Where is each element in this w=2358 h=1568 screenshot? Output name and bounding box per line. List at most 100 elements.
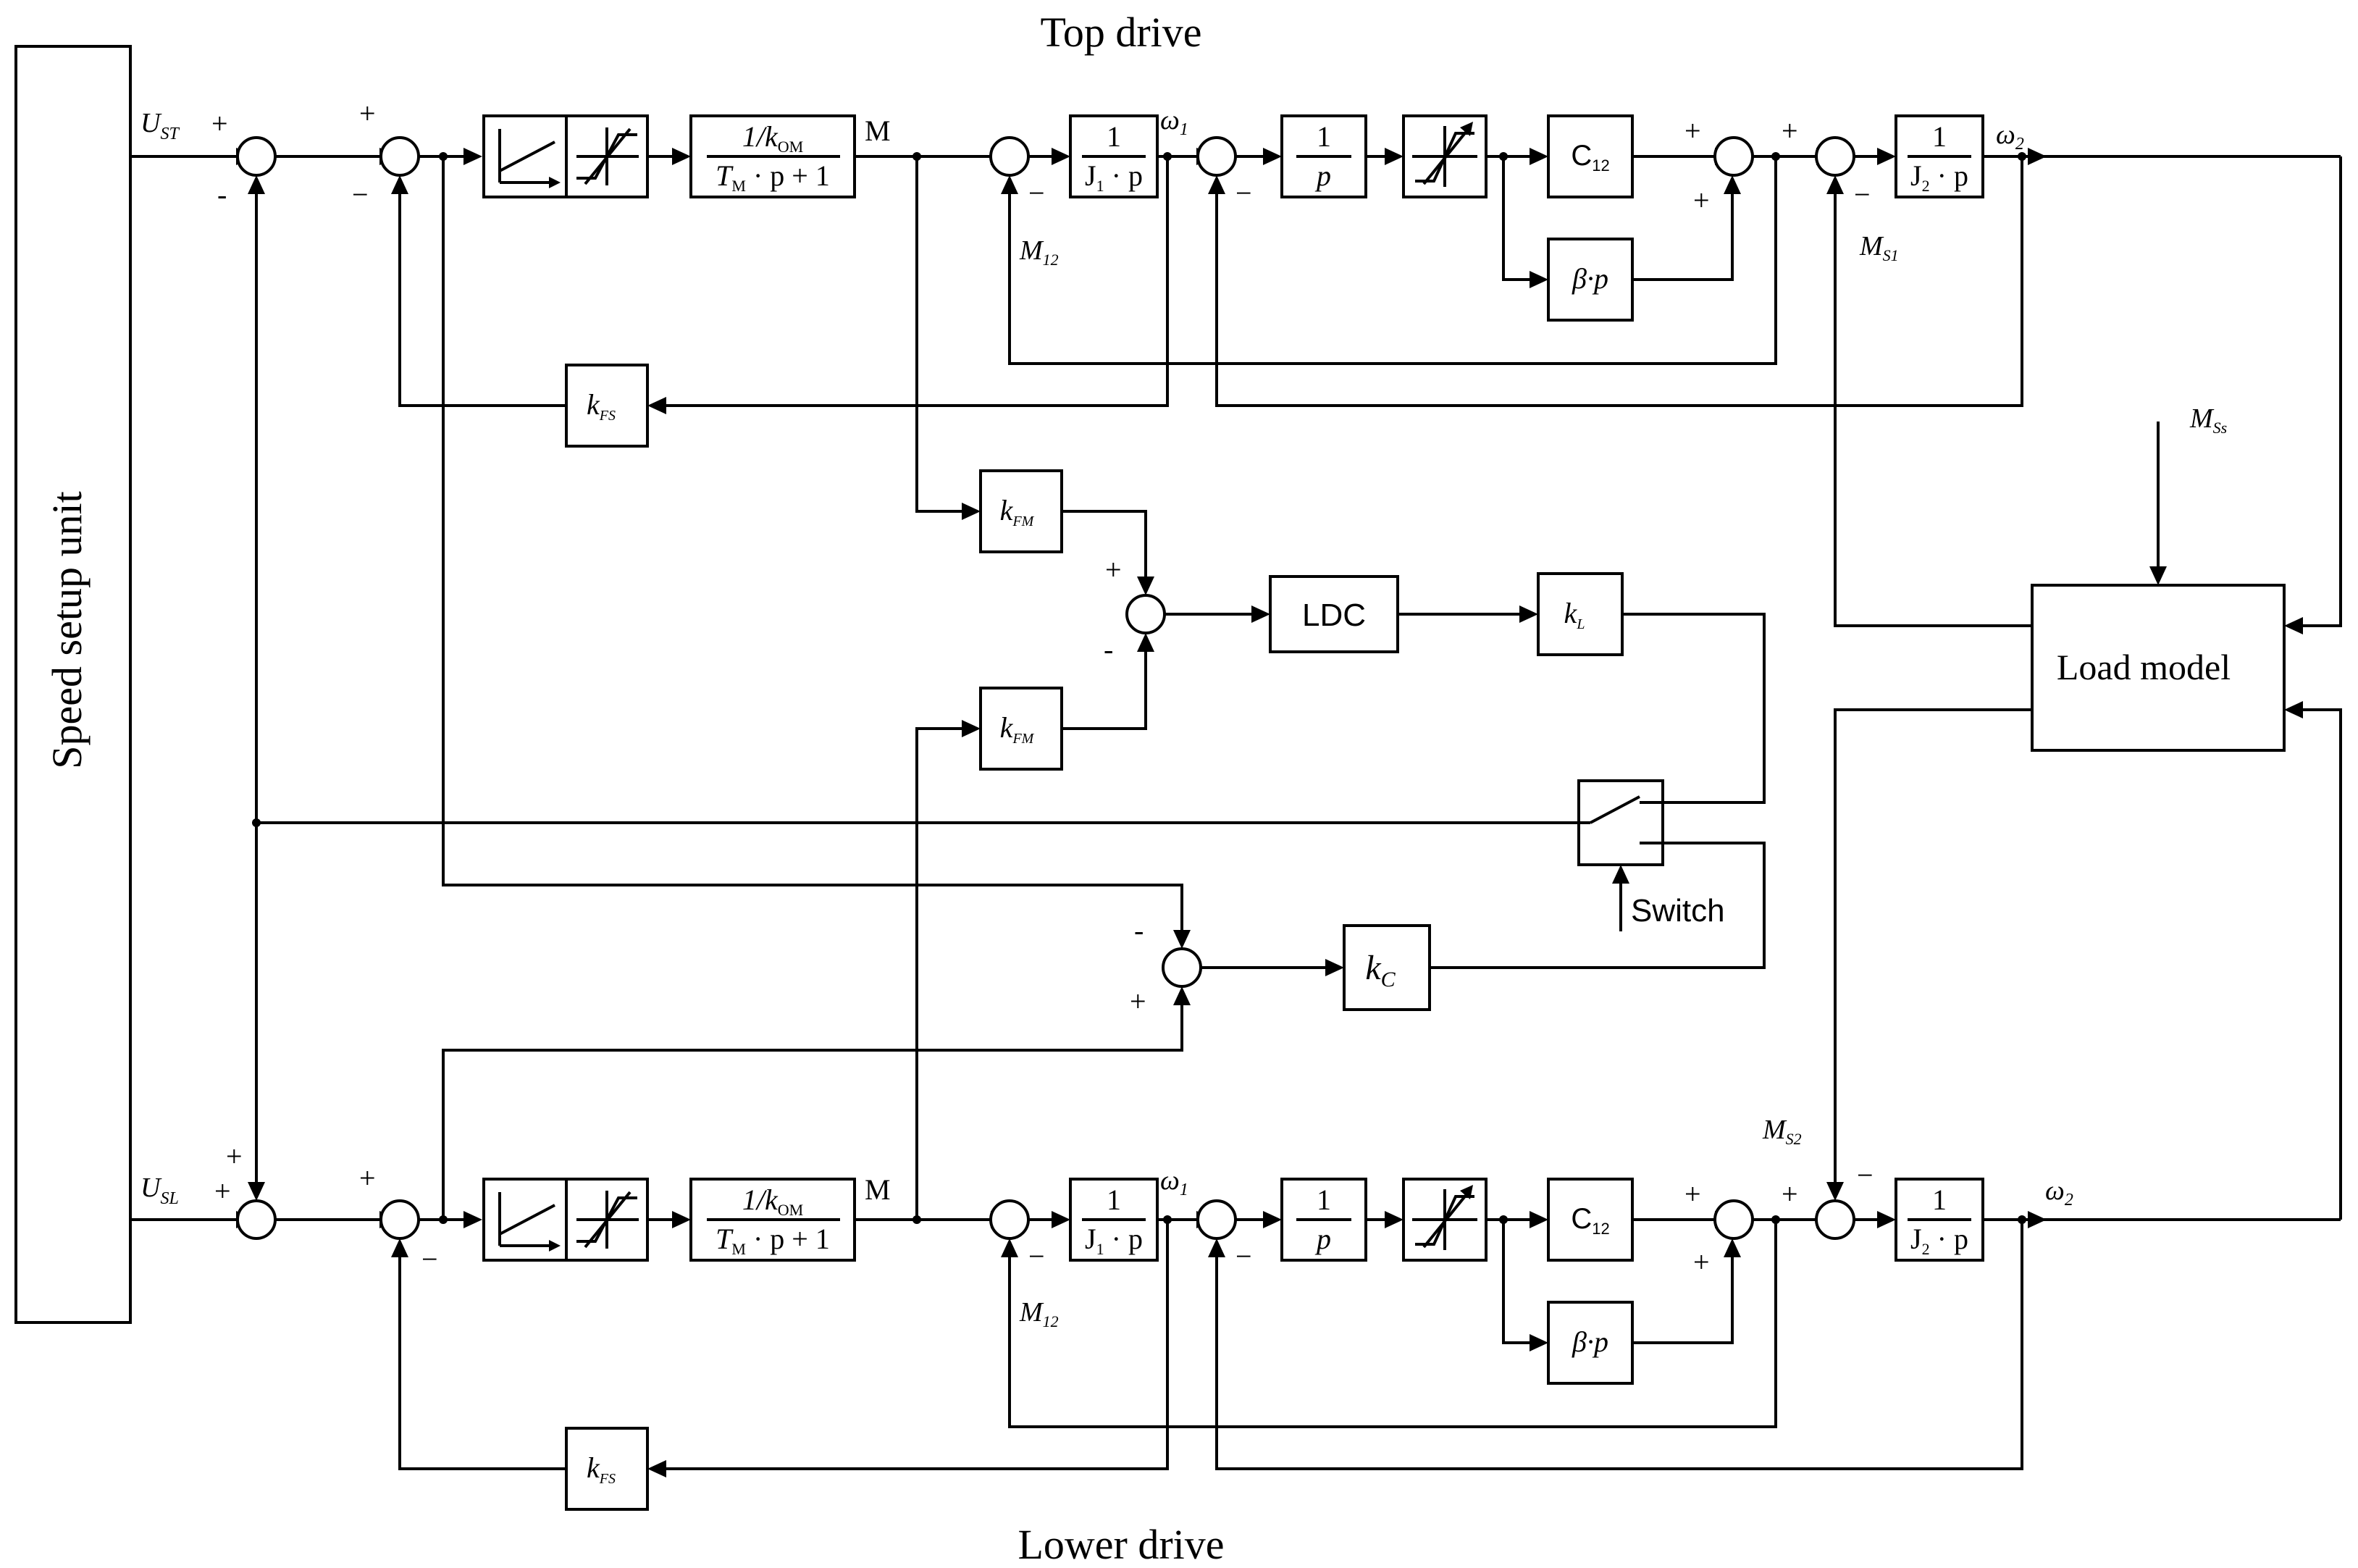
lower-drive: USL + + + − 1/kOM TM · p + 1: [130, 701, 2342, 1511]
sum-junction-load-lower: [1815, 1199, 1855, 1240]
sign-plus: +: [359, 97, 376, 130]
saturation-icon: [576, 1191, 639, 1249]
sign-minus: −: [1854, 178, 1871, 211]
switch-label: Switch: [1631, 893, 1725, 928]
deadzone-icon: [1412, 122, 1477, 187]
sum-junction-shaft-lower: [1713, 1199, 1754, 1240]
sum-junction-current-top: [379, 136, 420, 177]
svg-text:1: 1: [1317, 120, 1331, 153]
sign-minus: -: [217, 178, 227, 211]
svg-text:J1 · p: J1 · p: [1085, 1223, 1143, 1258]
sign-minus: −: [1857, 1159, 1874, 1191]
svg-text:1/kOM: 1/kOM: [742, 1183, 803, 1219]
load-model-label: Load model: [2057, 647, 2231, 687]
m-label-top: M: [865, 114, 891, 147]
top-drive-title: Top drive: [1040, 9, 1201, 56]
sum-junction-speed-top: [236, 136, 277, 177]
sign-plus: +: [211, 107, 228, 140]
svg-text:kFS: kFS: [587, 388, 616, 424]
sum-junction-torque-lower: [989, 1199, 1030, 1240]
sign-minus: −: [1235, 1240, 1252, 1273]
svg-text:1: 1: [1932, 1183, 1947, 1216]
mss-label: MSs: [2189, 403, 2227, 437]
svg-text:kFS: kFS: [587, 1451, 616, 1487]
sum-junction-speed-diff-top: [1196, 136, 1237, 177]
kc-block: [1343, 924, 1431, 1011]
svg-text:J1 · p: J1 · p: [1085, 159, 1143, 195]
sign-plus: +: [1130, 985, 1146, 1018]
sign-plus: +: [226, 1140, 243, 1173]
svg-text:kL: kL: [1564, 597, 1585, 632]
sign-plus: +: [1684, 1178, 1701, 1210]
svg-text:1: 1: [1932, 120, 1947, 153]
svg-text:kFM: kFM: [1000, 711, 1035, 747]
ms1-label: MS1: [1859, 231, 1899, 264]
sum-junction-load-top: [1815, 136, 1855, 177]
sign-plus: +: [1105, 553, 1122, 586]
sign-minus: -: [1104, 633, 1113, 666]
sign-plus: +: [1782, 1178, 1798, 1210]
svg-text:β·p: β·p: [1572, 262, 1608, 295]
speed-setup-unit-label: Speed setup unit: [43, 491, 91, 768]
omega2-label-top: ω2: [1996, 120, 2024, 154]
svg-text:1: 1: [1317, 1183, 1331, 1216]
saturation-icon: [576, 127, 639, 185]
svg-text:kC: kC: [1365, 949, 1396, 991]
sum-junction-speed-diff-lower: [1196, 1199, 1237, 1240]
svg-text:p: p: [1314, 1223, 1331, 1255]
svg-text:TM · p + 1: TM · p + 1: [716, 159, 830, 195]
top-drive: UST + - + − 1/: [130, 97, 2342, 634]
m12-label-lower: M12: [1019, 1297, 1059, 1330]
svg-text:p: p: [1314, 159, 1331, 192]
sum-junction-shaft-top: [1713, 136, 1754, 177]
sign-plus: +: [1782, 114, 1798, 147]
svg-text:TM · p + 1: TM · p + 1: [716, 1223, 830, 1258]
deadzone-icon: [1412, 1185, 1477, 1250]
omega1-label-lower: ω1: [1160, 1165, 1188, 1199]
svg-text:1/kOM: 1/kOM: [742, 120, 803, 156]
svg-text:C12: C12: [1571, 140, 1609, 175]
kfm-block-top: [979, 469, 1063, 553]
c12-block-top: [1547, 114, 1634, 198]
sum-junction-torque-balance: [1125, 594, 1166, 634]
sign-minus: −: [1028, 177, 1045, 209]
load-distribution: kFM kFM + - LDC kL Switch: [248, 156, 1766, 1220]
omega2-label-lower: ω2: [2045, 1175, 2073, 1209]
sign-plus: +: [359, 1162, 376, 1194]
ramp-icon: [498, 1192, 561, 1252]
m-label-lower: M: [865, 1173, 891, 1206]
sum-junction-torque-top: [989, 136, 1030, 177]
m12-label-top: M12: [1019, 235, 1059, 269]
kfs-block-top: [565, 364, 649, 448]
sign-minus: −: [1028, 1240, 1045, 1273]
svg-text:kFM: kFM: [1000, 494, 1035, 529]
beta-p-block-top: [1547, 238, 1634, 322]
svg-text:1: 1: [1107, 120, 1121, 153]
sign-minus: −: [421, 1243, 438, 1275]
sign-minus: −: [1235, 177, 1252, 209]
lower-drive-title: Lower drive: [1018, 1521, 1224, 1568]
load-model-block: [2031, 584, 2286, 752]
sum-junction-current-lower: [379, 1199, 420, 1240]
ms2-label: MS2: [1762, 1115, 1802, 1148]
ramp-icon: [498, 129, 561, 188]
sign-minus: −: [352, 178, 369, 211]
kfm-block-lower: [979, 687, 1063, 771]
sign-plus: +: [214, 1175, 231, 1207]
sign-plus: +: [1693, 1246, 1710, 1278]
sum-junction-speed-lower: [236, 1199, 277, 1240]
sum-junction-speed-balance: [1162, 947, 1202, 988]
svg-text:1: 1: [1107, 1183, 1121, 1216]
sign-plus: +: [1684, 114, 1701, 147]
usl-label: USL: [140, 1173, 179, 1208]
svg-text:J2 · p: J2 · p: [1910, 1223, 1968, 1258]
ust-label: UST: [140, 108, 180, 143]
svg-text:LDC: LDC: [1302, 598, 1366, 633]
beta-p-block-lower: [1547, 1301, 1634, 1385]
sign-plus: +: [1693, 184, 1710, 217]
svg-text:J2 · p: J2 · p: [1910, 159, 1968, 195]
omega1-label-top: ω1: [1160, 105, 1188, 139]
svg-text:β·p: β·p: [1572, 1325, 1608, 1358]
speed-setup-unit-box: [14, 45, 132, 1324]
